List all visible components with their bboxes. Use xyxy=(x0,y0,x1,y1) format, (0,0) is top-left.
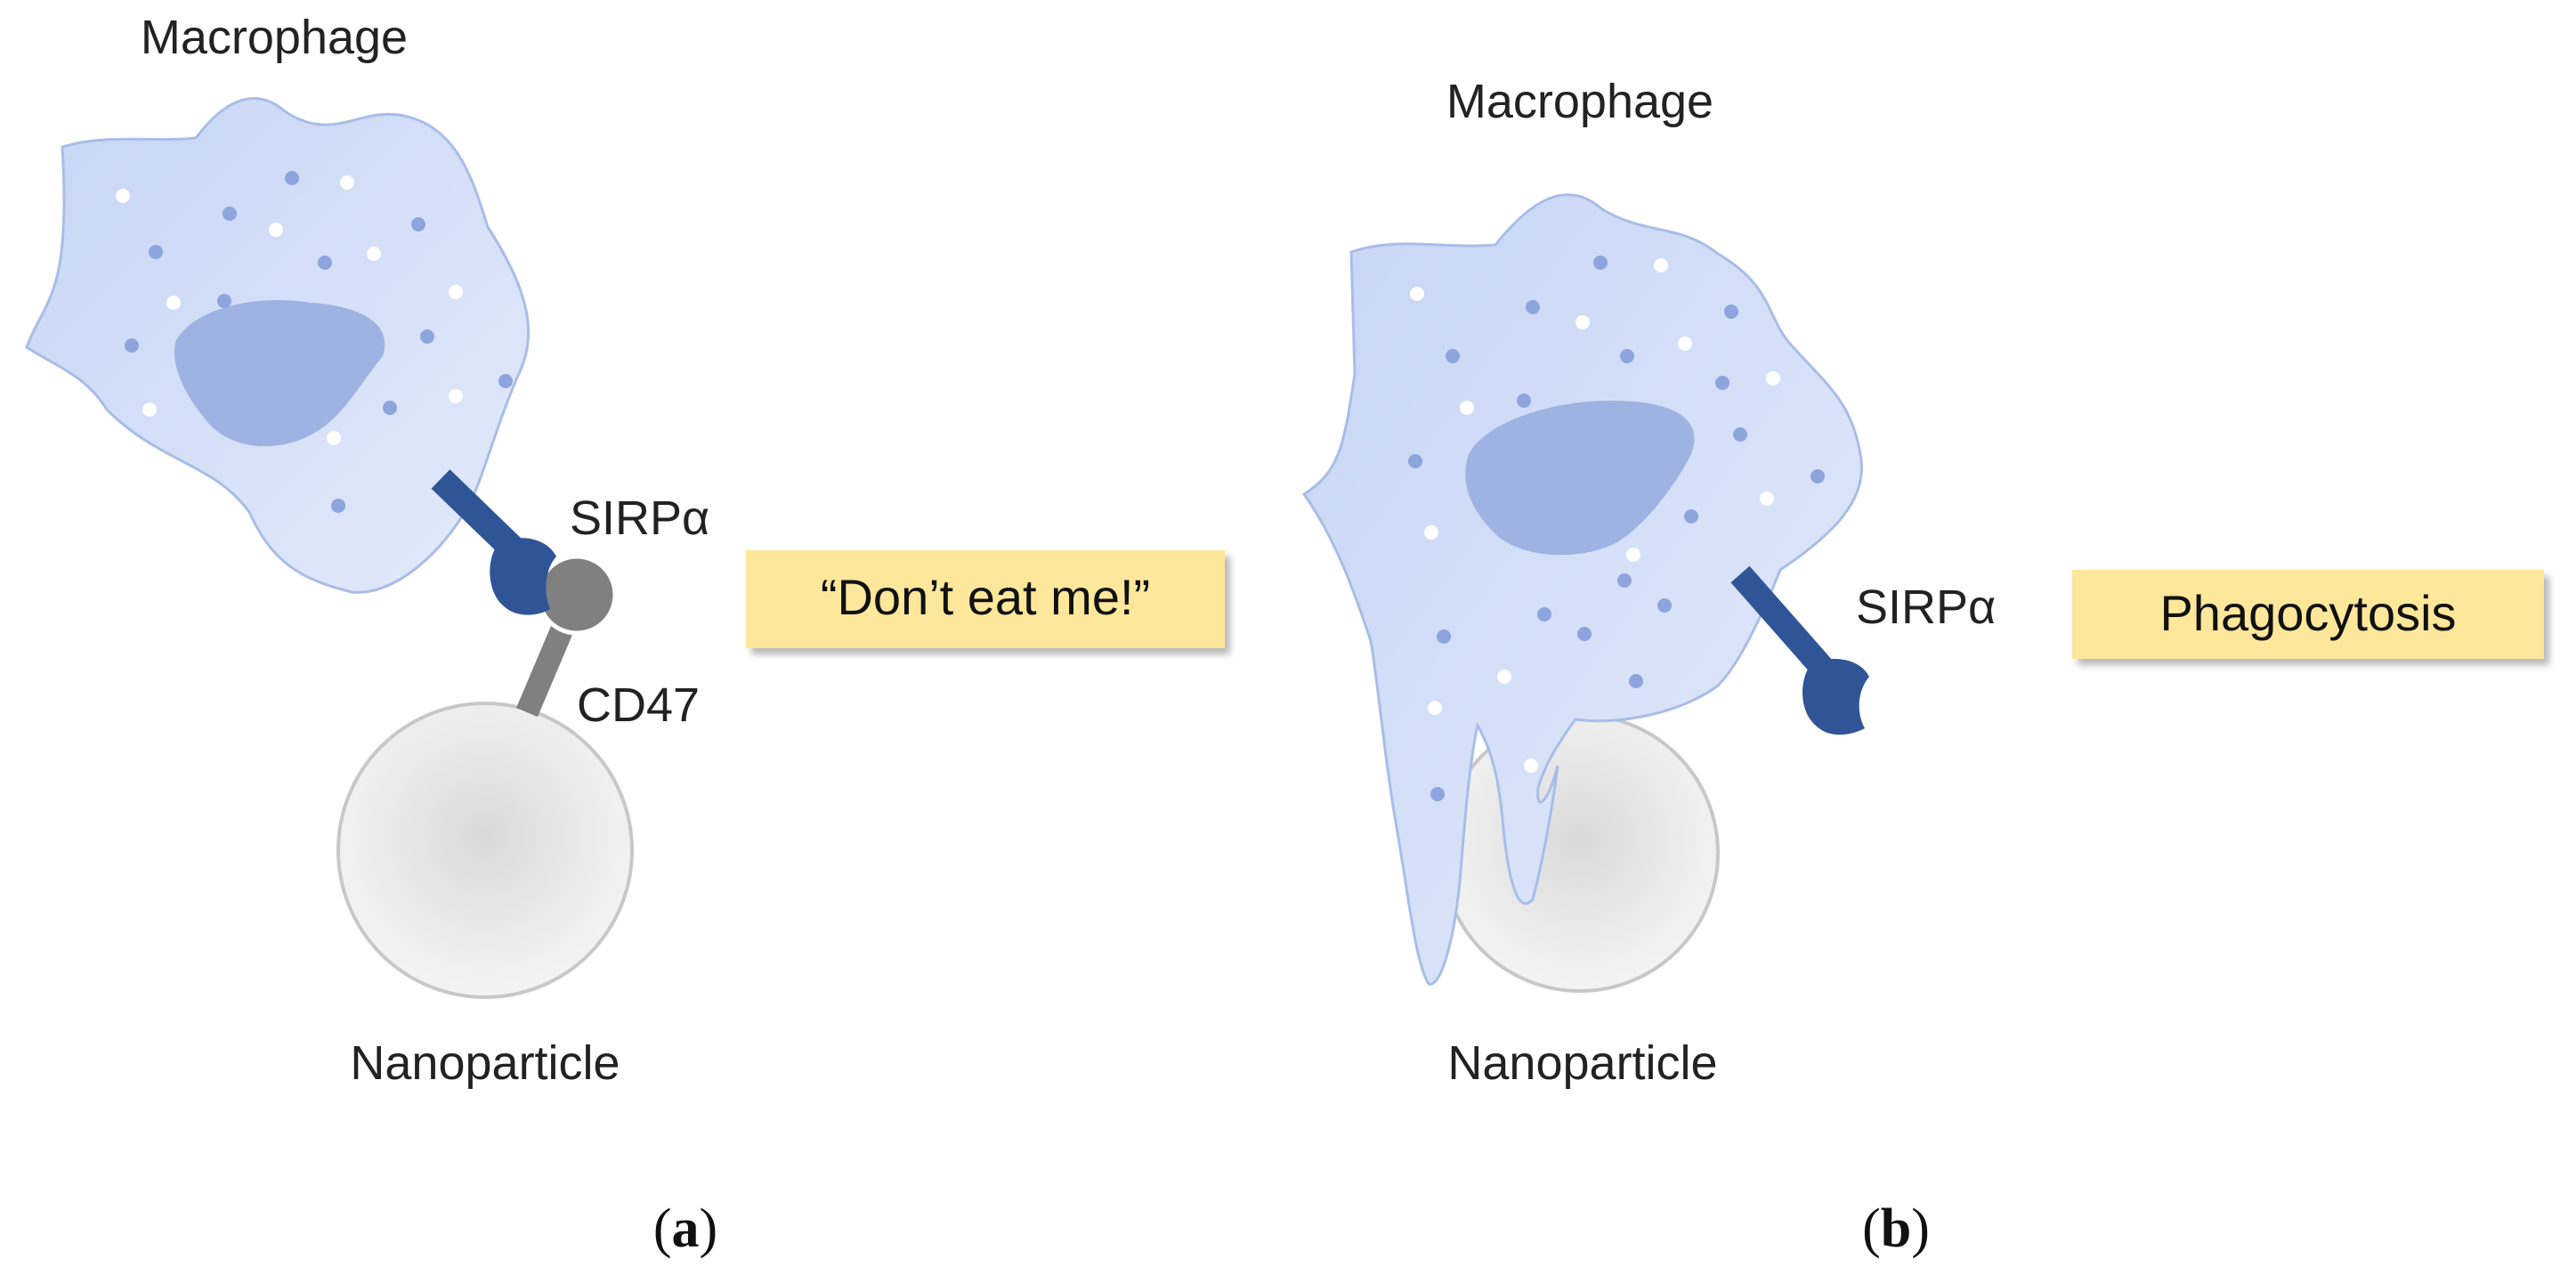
macrophage-label-a: Macrophage xyxy=(141,11,408,64)
sirpa-label-b: SIRPα xyxy=(1856,581,1996,634)
nanoparticle-label-a: Nanoparticle xyxy=(350,1036,620,1090)
granules-blue-b xyxy=(1408,256,1825,801)
sirpa-label-a: SIRPα xyxy=(570,491,709,545)
caption-b: (b) xyxy=(1862,1198,1930,1259)
panel-b: Macrophage SIRPα Nanoparticle Phagocytos… xyxy=(1301,75,2544,1259)
note-text-a: “Don’t eat me!” xyxy=(821,569,1150,625)
macrophage-label-b: Macrophage xyxy=(1446,75,1713,128)
caption-b-open: ( xyxy=(1862,1198,1881,1259)
sirpa-stalk-b xyxy=(1730,565,1842,687)
caption-a-open: ( xyxy=(653,1198,672,1259)
note-box-b: Phagocytosis xyxy=(2072,570,2544,659)
nanoparticle-b xyxy=(1440,713,1720,993)
granules-white-a xyxy=(116,175,463,445)
granules-white-b xyxy=(1410,258,1780,773)
nucleus-a xyxy=(174,299,385,447)
cd47-knob xyxy=(536,554,618,636)
panel-a: Macrophage SIRPα CD47 Nanoparticle “Don’… xyxy=(25,11,1225,1259)
cd47-label: CD47 xyxy=(577,678,700,732)
note-box-a: “Don’t eat me!” xyxy=(746,550,1225,648)
nanoparticle-label-b: Nanoparticle xyxy=(1447,1036,1717,1090)
caption-b-letter: b xyxy=(1881,1198,1911,1259)
caption-a: (a) xyxy=(653,1198,717,1259)
caption-a-close: ) xyxy=(700,1198,718,1259)
sirpa-head-a xyxy=(490,538,556,615)
nucleus-b xyxy=(1465,401,1695,556)
granules-blue-a xyxy=(125,171,513,513)
note-text-b: Phagocytosis xyxy=(2159,585,2456,641)
caption-a-letter: a xyxy=(672,1198,700,1259)
caption-b-close: ) xyxy=(1911,1198,1930,1259)
nanoparticle-a xyxy=(336,702,634,999)
sirpa-head-b xyxy=(1802,659,1869,735)
macrophage-b xyxy=(1301,193,1863,986)
